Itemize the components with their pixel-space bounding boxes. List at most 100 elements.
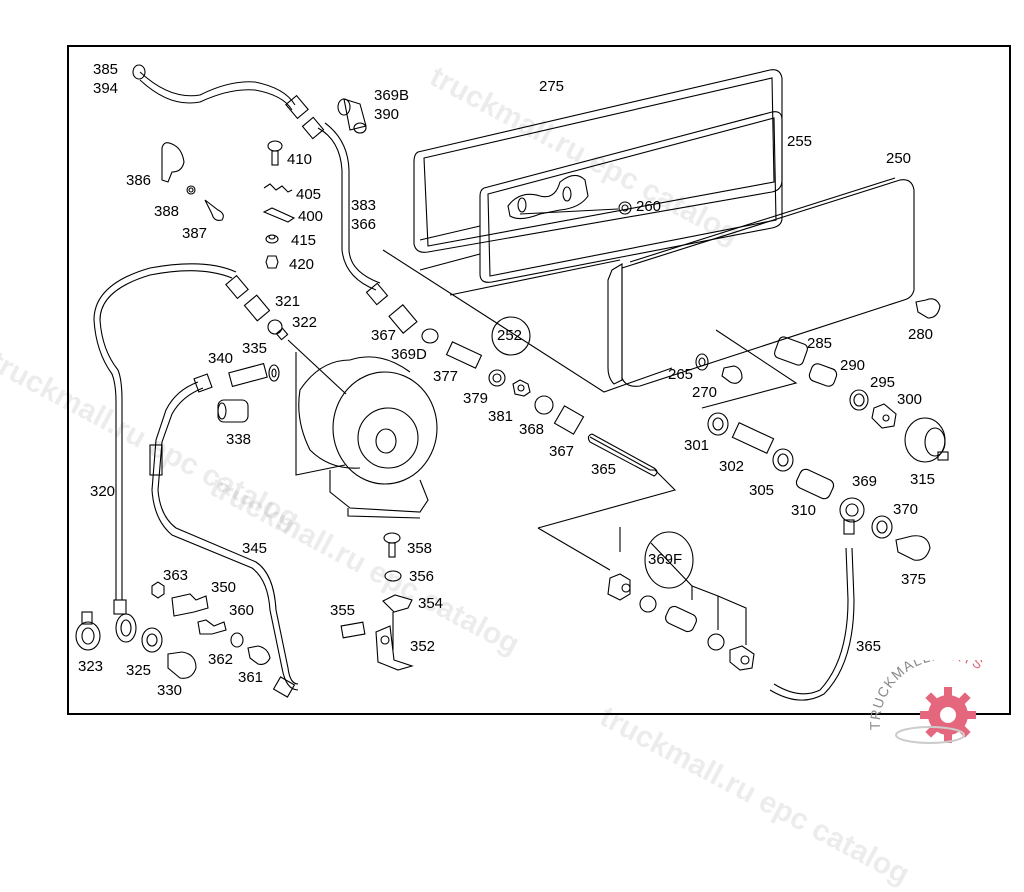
- clip-355: [340, 621, 366, 639]
- callout-383[interactable]: 383: [351, 197, 377, 214]
- callout-330[interactable]: 330: [157, 682, 183, 699]
- callout-363[interactable]: 363: [163, 567, 189, 584]
- callout-300[interactable]: 300: [897, 391, 923, 408]
- callout-358[interactable]: 358: [407, 540, 433, 557]
- callout-270[interactable]: 270: [692, 384, 718, 401]
- callout-301[interactable]: 301: [684, 437, 710, 454]
- plug-338: [217, 399, 249, 423]
- callout-367[interactable]: 367: [371, 327, 397, 344]
- callout-370[interactable]: 370: [893, 501, 919, 518]
- washer-335: [268, 364, 280, 382]
- callout-252[interactable]: 252: [497, 327, 523, 344]
- callout-340[interactable]: 340: [208, 350, 234, 367]
- callout-361[interactable]: 361: [238, 669, 264, 686]
- callout-369F[interactable]: 369F: [648, 551, 683, 568]
- callout-250[interactable]: 250: [886, 150, 912, 167]
- callout-390[interactable]: 390: [374, 106, 400, 123]
- washer-325: [141, 627, 163, 653]
- callout-325[interactable]: 325: [126, 662, 152, 679]
- leader-lines: [287, 225, 798, 645]
- callout-265[interactable]: 265: [668, 366, 694, 383]
- callout-345[interactable]: 345: [242, 540, 268, 557]
- kit-369F-parts: [607, 573, 755, 671]
- callout-381[interactable]: 381: [488, 408, 514, 425]
- brand-name-part2: PARTS: [930, 660, 986, 673]
- tube-365a: [587, 433, 658, 477]
- callout-356[interactable]: 356: [409, 568, 435, 585]
- cap-322: [267, 319, 289, 341]
- callout-295[interactable]: 295: [870, 374, 896, 391]
- callout-360[interactable]: 360: [229, 602, 255, 619]
- callout-387[interactable]: 387: [182, 225, 208, 242]
- callout-377[interactable]: 377: [433, 368, 459, 385]
- washer-362: [230, 632, 244, 648]
- cap-369D: [421, 328, 439, 344]
- clip-354: [382, 594, 413, 613]
- callout-368[interactable]: 368: [519, 421, 545, 438]
- callout-350[interactable]: 350: [211, 579, 237, 596]
- callout-420[interactable]: 420: [289, 256, 315, 273]
- washer-356: [384, 570, 402, 582]
- callout-379[interactable]: 379: [463, 390, 489, 407]
- callout-290[interactable]: 290: [840, 357, 866, 374]
- callout-338[interactable]: 338: [226, 431, 252, 448]
- nut-420: [265, 255, 279, 269]
- callout-405[interactable]: 405: [296, 186, 322, 203]
- callout-322[interactable]: 322: [292, 314, 318, 331]
- callout-275[interactable]: 275: [539, 78, 565, 95]
- pipe-385: [132, 64, 309, 120]
- callout-369[interactable]: 369: [852, 473, 878, 490]
- washer-305: [772, 448, 794, 472]
- callout-365[interactable]: 365: [591, 461, 617, 478]
- callout-410[interactable]: 410: [287, 151, 313, 168]
- callout-386[interactable]: 386: [126, 172, 152, 189]
- brand-logo: TRUCKMALLPARTS: [860, 647, 1020, 750]
- callout-354[interactable]: 354: [418, 595, 444, 612]
- callout-321[interactable]: 321: [275, 293, 301, 310]
- washer-379: [488, 369, 506, 387]
- callout-369B[interactable]: 369B: [374, 87, 410, 104]
- callout-310[interactable]: 310: [791, 502, 817, 519]
- callout-260[interactable]: 260: [636, 198, 662, 215]
- callout-352[interactable]: 352: [410, 638, 436, 655]
- callout-367[interactable]: 367: [549, 443, 575, 460]
- callout-355[interactable]: 355: [330, 602, 356, 619]
- screw-358: [383, 532, 401, 558]
- oil-pan-250: [607, 177, 915, 387]
- callout-375[interactable]: 375: [901, 571, 927, 588]
- callout-415[interactable]: 415: [291, 232, 317, 249]
- callout-335[interactable]: 335: [242, 340, 268, 357]
- callout-366[interactable]: 366: [351, 216, 377, 233]
- brand-name-part1: TRUCKMALL: [867, 660, 933, 730]
- plug-300: [871, 403, 897, 429]
- svg-text:TRUCKMALLPARTS: TRUCKMALLPARTS: [867, 660, 987, 730]
- callout-320[interactable]: 320: [90, 483, 116, 500]
- callout-302[interactable]: 302: [719, 458, 745, 475]
- callout-280[interactable]: 280: [908, 326, 934, 343]
- callout-365[interactable]: 365: [856, 638, 882, 655]
- screw-410: [267, 140, 283, 166]
- valve-285: [774, 336, 808, 366]
- nut-321: [243, 294, 271, 322]
- callout-394[interactable]: 394: [93, 80, 119, 97]
- callout-362[interactable]: 362: [208, 651, 234, 668]
- callout-315[interactable]: 315: [910, 471, 936, 488]
- circle-369F: [644, 531, 694, 589]
- plate-400: [262, 207, 296, 223]
- callout-305[interactable]: 305: [749, 482, 775, 499]
- callout-323[interactable]: 323: [78, 658, 104, 675]
- fitting-302: [731, 421, 775, 455]
- gasket-275: [413, 69, 783, 253]
- fitting-310: [795, 468, 835, 500]
- callout-400[interactable]: 400: [298, 208, 324, 225]
- callout-369D[interactable]: 369D: [391, 346, 427, 363]
- callout-385[interactable]: 385: [93, 61, 119, 78]
- callout-388[interactable]: 388: [154, 203, 180, 220]
- washer-301: [707, 412, 729, 436]
- bolt-270: [721, 365, 743, 384]
- callout-285[interactable]: 285: [807, 335, 833, 352]
- bolt-330: [167, 651, 197, 679]
- clamp-350: [171, 593, 209, 617]
- callout-255[interactable]: 255: [787, 133, 813, 150]
- pipe-320: [93, 263, 249, 643]
